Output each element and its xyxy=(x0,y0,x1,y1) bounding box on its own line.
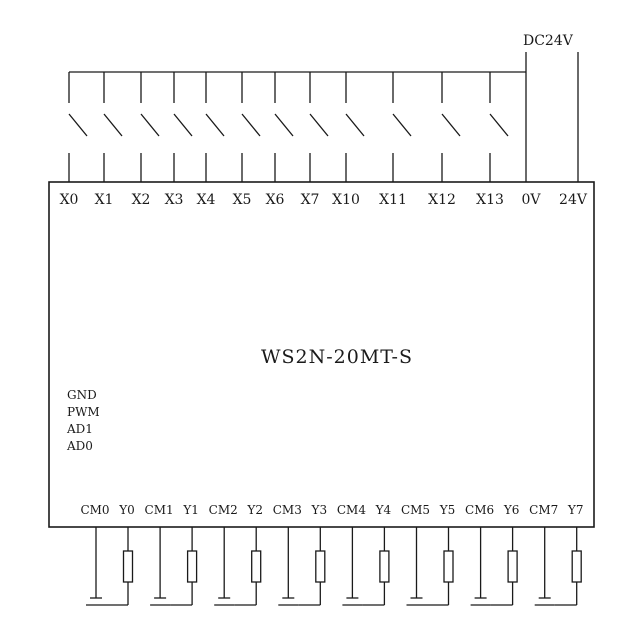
power-terminal-labels: 0V 24V xyxy=(521,192,587,208)
input-switch-x5 xyxy=(241,72,261,182)
model-name: WS2N-20MT-S xyxy=(261,346,413,368)
input-terminal-x10: X10 xyxy=(332,192,360,208)
analog-label-ad0: AD0 xyxy=(66,439,93,453)
output-load-circuit-y0 xyxy=(86,527,134,606)
output-load-circuit-y2 xyxy=(214,527,262,606)
analog-label-pwm: PWM xyxy=(67,405,100,419)
output-circuits xyxy=(86,527,582,606)
output-load-circuit-y1 xyxy=(150,527,198,606)
input-switch-x0 xyxy=(68,72,88,182)
output-common-cm6: CM6 xyxy=(465,503,494,517)
input-terminal-labels: X0 X1 X2 X3 X4 X5 X6 X7 X10 X11 X12 X13 xyxy=(60,192,504,208)
input-terminal-x3: X3 xyxy=(165,192,184,208)
output-common-cm0: CM0 xyxy=(80,503,109,517)
analog-label-gnd: GND xyxy=(67,388,97,402)
output-load-circuit-y3 xyxy=(278,527,326,606)
input-terminal-x5: X5 xyxy=(233,192,252,208)
input-switch-x3 xyxy=(173,72,193,182)
input-terminal-x4: X4 xyxy=(197,192,216,208)
input-terminal-x2: X2 xyxy=(132,192,151,208)
input-terminal-x7: X7 xyxy=(301,192,320,208)
output-terminal-y4: Y4 xyxy=(375,503,392,517)
input-switch-x12 xyxy=(441,72,461,182)
output-terminal-y1: Y1 xyxy=(182,503,199,517)
input-switch-x6 xyxy=(274,72,294,182)
input-terminal-x6: X6 xyxy=(266,192,285,208)
output-terminal-y5: Y5 xyxy=(439,503,456,517)
input-terminal-x0: X0 xyxy=(60,192,79,208)
output-load-circuit-y6 xyxy=(470,527,518,606)
output-common-cm1: CM1 xyxy=(145,503,174,517)
input-switch-x10 xyxy=(345,72,365,182)
input-terminal-x12: X12 xyxy=(428,192,456,208)
input-switch-x11 xyxy=(392,72,412,182)
output-common-cm7: CM7 xyxy=(529,503,558,517)
plc-module-body xyxy=(48,181,595,528)
output-terminal-y6: Y6 xyxy=(503,503,520,517)
input-terminal-x1: X1 xyxy=(95,192,114,208)
power-supply-label: DC24V xyxy=(523,33,574,49)
output-common-cm2: CM2 xyxy=(209,503,238,517)
output-common-cm3: CM3 xyxy=(273,503,302,517)
input-switch-x7 xyxy=(309,72,329,182)
output-terminal-y7: Y7 xyxy=(567,503,584,517)
output-terminal-labels: CM0 Y0 CM1 Y1 CM2 Y2 CM3 Y3 CM4 Y4 CM5 Y5 CM6 Y6 CM7 Y7 xyxy=(80,503,583,517)
input-switch-x13 xyxy=(489,72,509,182)
output-terminal-y3: Y3 xyxy=(311,503,328,517)
analog-label-ad1: AD1 xyxy=(66,422,93,436)
power-terminal-0v: 0V xyxy=(521,192,541,208)
input-switch-x2 xyxy=(140,72,160,182)
output-terminal-y0: Y0 xyxy=(118,503,135,517)
output-common-cm5: CM5 xyxy=(401,503,430,517)
output-load-circuit-y4 xyxy=(342,527,390,606)
output-terminal-y2: Y2 xyxy=(246,503,263,517)
input-switches xyxy=(68,72,509,182)
input-switch-x1 xyxy=(103,72,123,182)
power-terminal-24v: 24V xyxy=(559,192,588,208)
input-terminal-x11: X11 xyxy=(379,192,407,208)
output-load-circuit-y5 xyxy=(406,527,454,606)
output-common-cm4: CM4 xyxy=(337,503,366,517)
input-switch-x4 xyxy=(205,72,225,182)
output-load-circuit-y7 xyxy=(534,527,582,606)
input-terminal-x13: X13 xyxy=(476,192,504,208)
